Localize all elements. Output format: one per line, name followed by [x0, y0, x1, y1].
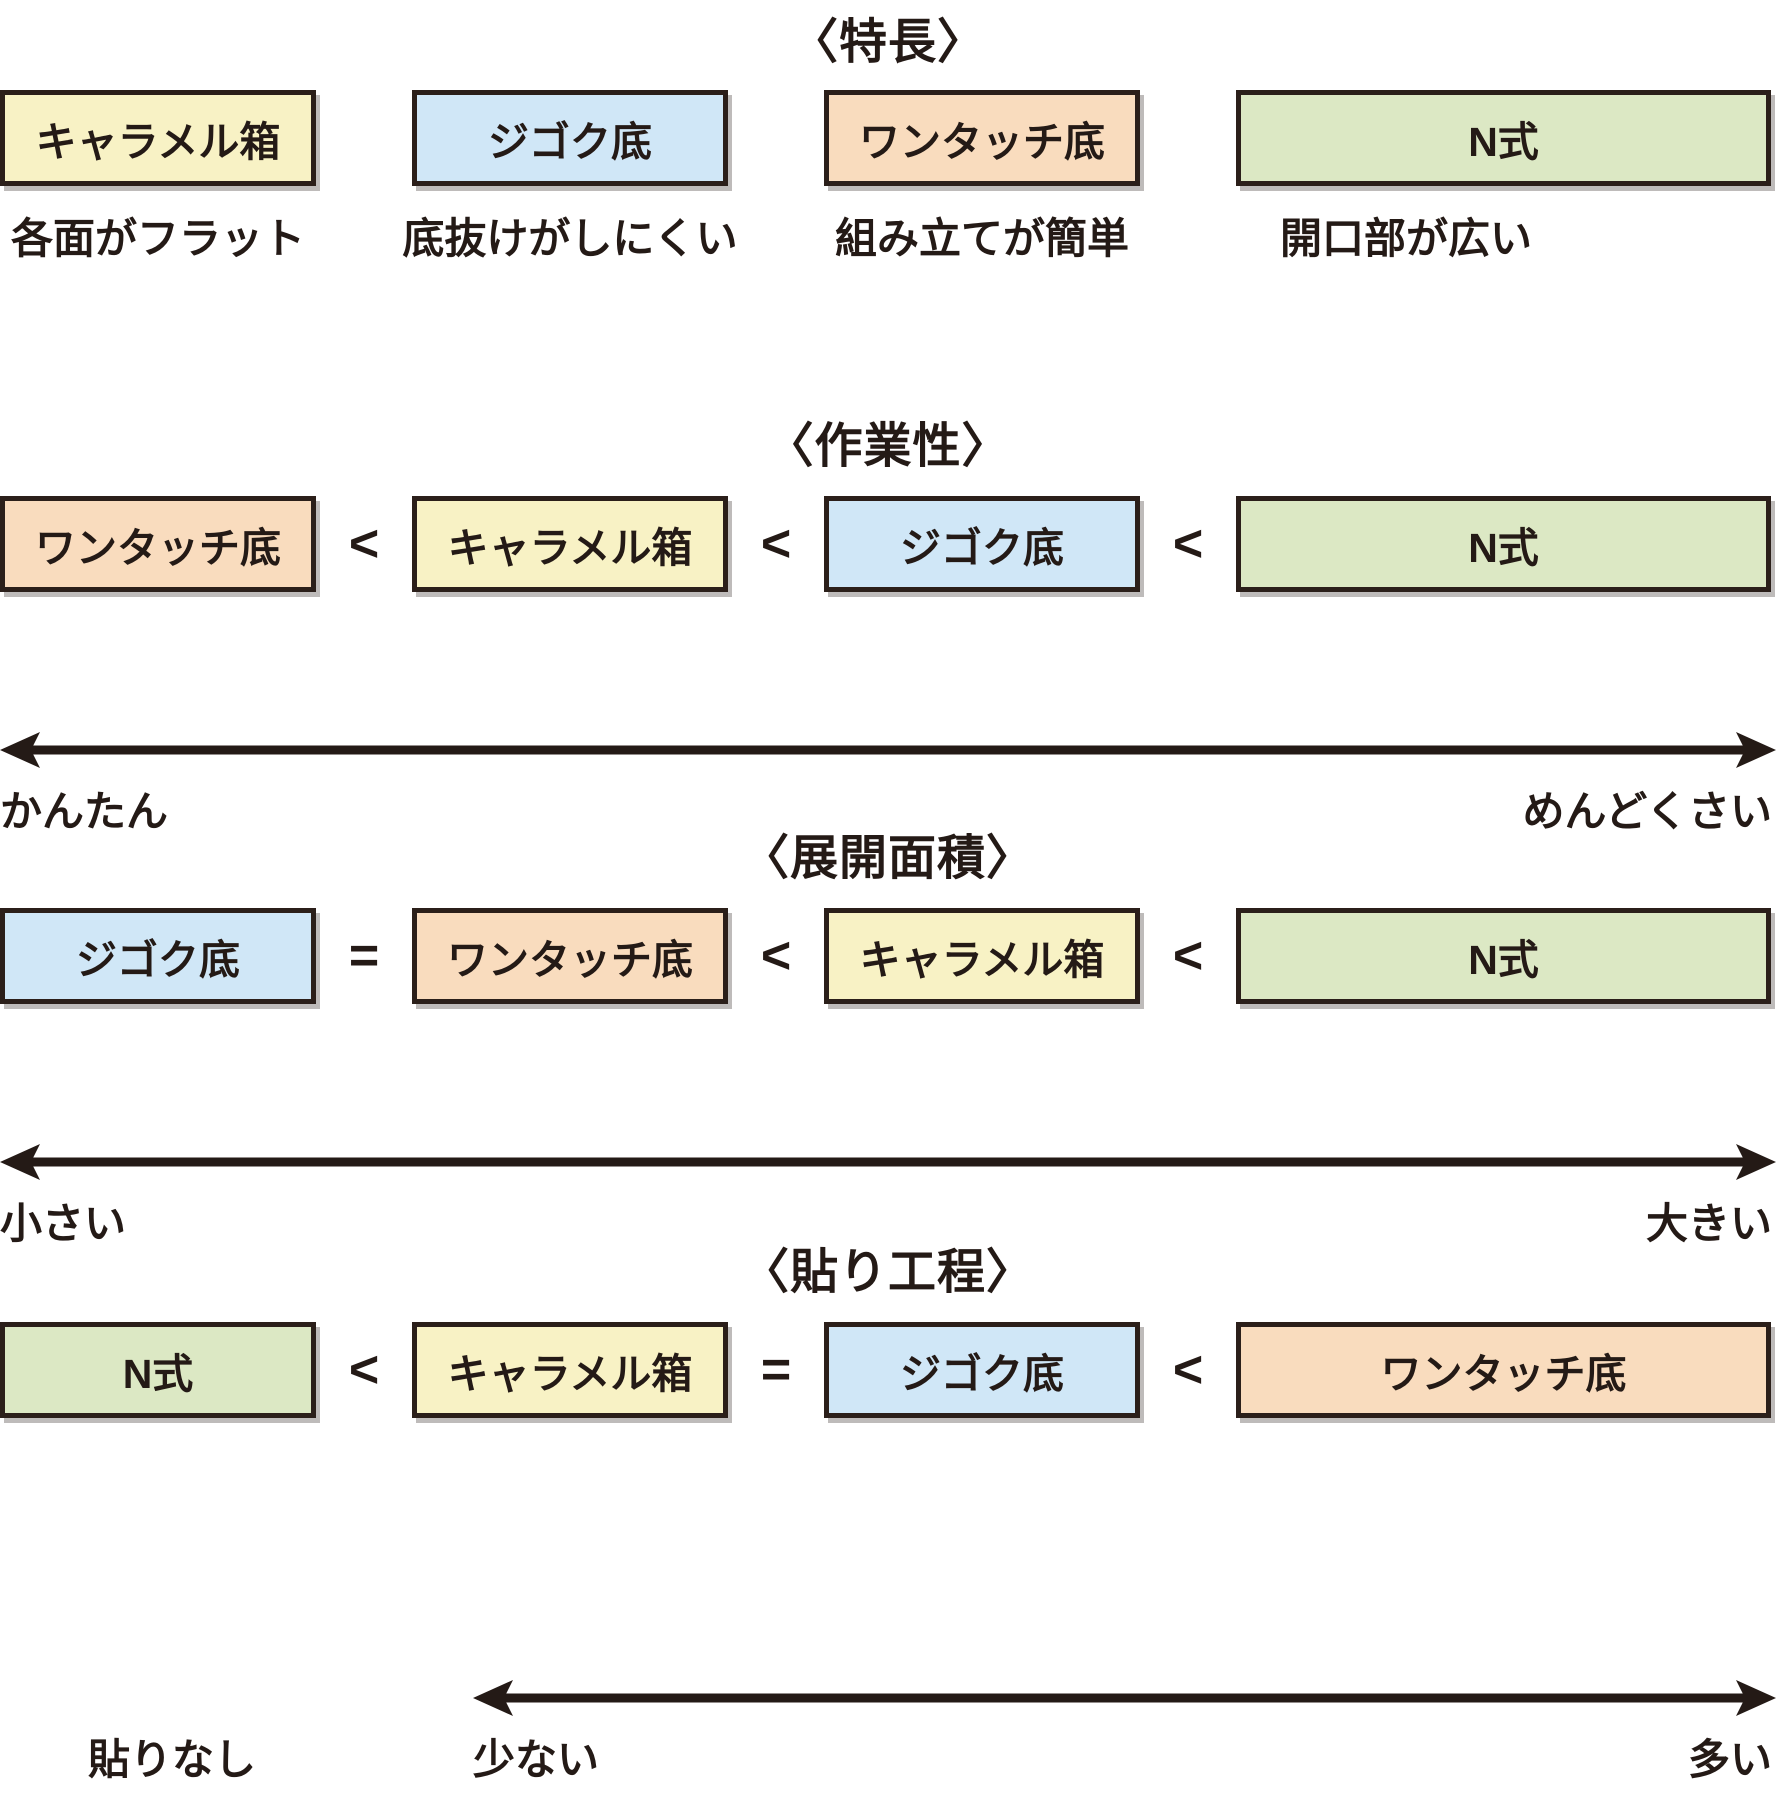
caption-nshiki: 開口部が広い: [1279, 215, 1532, 262]
box-nshiki[interactable]: N式: [1236, 496, 1771, 592]
box-label: キャラメル箱: [447, 1351, 693, 1397]
axis-label-right-workability: めんどくさい: [1522, 788, 1772, 835]
box-label: ワンタッチ底: [447, 937, 693, 983]
box-label: ワンタッチ底: [1380, 1351, 1627, 1397]
box-label: ワンタッチ底: [859, 119, 1105, 165]
box-jigoku[interactable]: ジゴク底: [412, 90, 728, 186]
box-label: キャラメル箱: [35, 119, 281, 165]
box-label: N式: [1468, 525, 1539, 571]
box-jigoku[interactable]: ジゴク底: [824, 496, 1140, 592]
box-onetouch[interactable]: ワンタッチ底: [824, 90, 1140, 186]
box-label: ワンタッチ底: [35, 525, 281, 571]
box-label: ジゴク底: [900, 1351, 1064, 1397]
caption-onetouch: 組み立てが簡単: [834, 215, 1129, 262]
row-features: キャラメル箱 ジゴク底 ワンタッチ底 N式: [0, 90, 1776, 186]
caption-caramel: 各面がフラット: [10, 215, 305, 262]
axis-arrow-flat-area: [0, 1142, 1776, 1182]
axis-label-right-gluing-process: 多い: [1687, 1736, 1772, 1783]
axis-label-no-gluing: 貼りなし: [88, 1736, 257, 1783]
section-title-gluing-process: 〈貼り工程〉: [741, 1246, 1035, 1299]
row-gluing-process: N式 < キャラメル箱 = ジゴク底 < ワンタッチ底: [0, 1322, 1776, 1418]
axis-label-left-workability: かんたん: [0, 788, 169, 835]
box-label: ジゴク底: [76, 937, 240, 983]
box-nshiki[interactable]: N式: [1236, 908, 1771, 1004]
box-caramel[interactable]: キャラメル箱: [412, 496, 728, 592]
axis-label-left-gluing-process: 少ない: [473, 1736, 600, 1783]
section-title-features: 〈特長〉: [790, 16, 986, 69]
box-caramel[interactable]: キャラメル箱: [0, 90, 316, 186]
box-onetouch[interactable]: ワンタッチ底: [412, 908, 728, 1004]
box-nshiki[interactable]: N式: [0, 1322, 316, 1418]
row-flat-area: ジゴク底 = ワンタッチ底 < キャラメル箱 < N式: [0, 908, 1776, 1004]
operator-less-than: <: [348, 515, 380, 573]
box-onetouch[interactable]: ワンタッチ底: [1236, 1322, 1771, 1418]
axis-arrow-gluing-process: [473, 1678, 1776, 1718]
operator-less-than: <: [348, 1341, 380, 1399]
box-label: N式: [1468, 119, 1539, 165]
axis-arrow-workability: [0, 730, 1776, 770]
row-workability: ワンタッチ底 < キャラメル箱 < ジゴク底 < N式: [0, 496, 1776, 592]
box-label: N式: [1468, 937, 1539, 983]
box-caramel[interactable]: キャラメル箱: [824, 908, 1140, 1004]
section-title-flat-area: 〈展開面積〉: [741, 832, 1035, 885]
box-onetouch[interactable]: ワンタッチ底: [0, 496, 316, 592]
operator-less-than: <: [1172, 927, 1204, 985]
caption-jigoku: 底抜けがしにくい: [402, 215, 738, 262]
section-title-workability: 〈作業性〉: [765, 420, 1011, 473]
box-label: キャラメル箱: [859, 937, 1105, 983]
box-jigoku[interactable]: ジゴク底: [0, 908, 316, 1004]
box-jigoku[interactable]: ジゴク底: [824, 1322, 1140, 1418]
box-caramel[interactable]: キャラメル箱: [412, 1322, 728, 1418]
operator-less-than: <: [760, 927, 792, 985]
box-label: キャラメル箱: [447, 525, 693, 571]
operator-less-than: <: [1172, 515, 1204, 573]
box-nshiki[interactable]: N式: [1236, 90, 1771, 186]
box-label: ジゴク底: [900, 525, 1064, 571]
axis-label-left-flat-area: 小さい: [0, 1200, 127, 1247]
operator-equals: =: [760, 1341, 792, 1399]
operator-less-than: <: [760, 515, 792, 573]
axis-label-right-flat-area: 大きい: [1645, 1200, 1772, 1247]
operator-less-than: <: [1172, 1341, 1204, 1399]
box-label: ジゴク底: [488, 119, 652, 165]
operator-equals: =: [348, 927, 380, 985]
box-label: N式: [122, 1351, 194, 1397]
